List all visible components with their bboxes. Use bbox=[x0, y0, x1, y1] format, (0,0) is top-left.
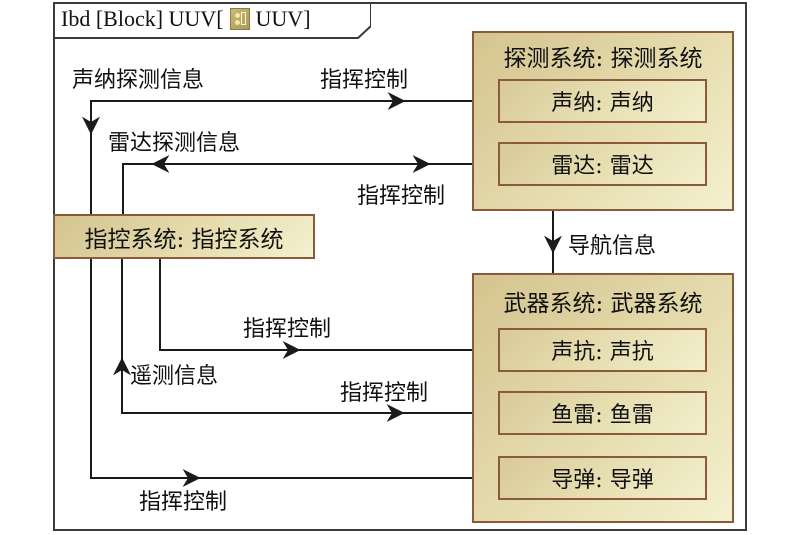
radar-part-label: 雷达: 雷达 bbox=[551, 154, 654, 179]
label-telemetry-info: 遥测信息 bbox=[130, 364, 219, 389]
sonar-part[interactable]: 声纳: 声纳 bbox=[498, 79, 707, 123]
label-radar-info: 雷达探测信息 bbox=[108, 131, 241, 156]
connector-control-missile[interactable] bbox=[90, 258, 498, 479]
diagram-frame bbox=[53, 2, 747, 531]
control-system-title: 指控系统: 指控系统 bbox=[84, 226, 284, 253]
countermeasure-part-label: 声抗: 声抗 bbox=[551, 340, 654, 365]
frame-title: Ibd [Block] UUV[ UUV] bbox=[61, 6, 311, 32]
frame-tab-outline bbox=[53, 2, 371, 39]
frame-title-suffix: UUV] bbox=[255, 6, 311, 31]
frame-title-tab: Ibd [Block] UUV[ UUV] bbox=[53, 2, 371, 39]
block-icon bbox=[229, 8, 250, 30]
connector-radar-control[interactable] bbox=[122, 163, 498, 215]
label-command-missile: 指挥控制 bbox=[139, 490, 228, 515]
torpedo-part[interactable]: 鱼雷: 鱼雷 bbox=[498, 391, 707, 435]
label-command-torpedo: 指挥控制 bbox=[340, 381, 429, 406]
sonar-part-label: 声纳: 声纳 bbox=[551, 91, 654, 116]
countermeasure-part[interactable]: 声抗: 声抗 bbox=[498, 328, 707, 372]
control-system-block[interactable]: 指控系统: 指控系统 bbox=[53, 214, 315, 259]
label-command-radar: 指挥控制 bbox=[357, 184, 446, 209]
detection-system-title: 探测系统: 探测系统 bbox=[503, 46, 703, 72]
weapon-system-title: 武器系统: 武器系统 bbox=[503, 291, 703, 317]
radar-part[interactable]: 雷达: 雷达 bbox=[498, 142, 707, 186]
label-sonar-info: 声纳探测信息 bbox=[72, 68, 205, 93]
label-navigation-info: 导航信息 bbox=[568, 234, 657, 259]
connector-control-countermeasure[interactable] bbox=[159, 258, 498, 351]
frame-title-prefix: Ibd [Block] UUV[ bbox=[61, 6, 224, 31]
missile-part-label: 导弹: 导弹 bbox=[551, 468, 654, 493]
label-command-countermeasure: 指挥控制 bbox=[243, 317, 332, 342]
torpedo-part-label: 鱼雷: 鱼雷 bbox=[551, 403, 654, 428]
label-command-sonar: 指挥控制 bbox=[320, 68, 409, 93]
missile-part[interactable]: 导弹: 导弹 bbox=[498, 456, 707, 500]
